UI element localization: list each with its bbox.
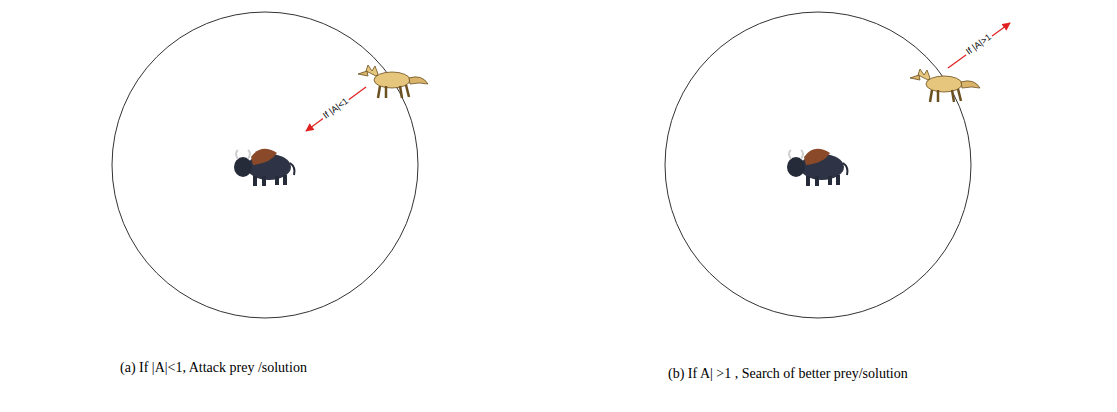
prey-bison — [787, 149, 848, 186]
search-circle — [665, 12, 971, 318]
panel-caption: (a) If |A|<1, Attack prey /solution — [120, 360, 307, 377]
arrow-label: If |A|>1 — [963, 31, 995, 58]
prey-bison — [234, 149, 295, 186]
arrow-label: If |A|<1 — [320, 95, 352, 122]
search-arrow — [948, 23, 1010, 68]
attack-arrow — [306, 87, 366, 131]
wolf-agent — [910, 69, 980, 102]
wolf-agent — [358, 65, 428, 98]
panel-caption: (b) If A| >1 , Search of better prey/sol… — [668, 366, 908, 383]
search-circle — [112, 12, 418, 318]
